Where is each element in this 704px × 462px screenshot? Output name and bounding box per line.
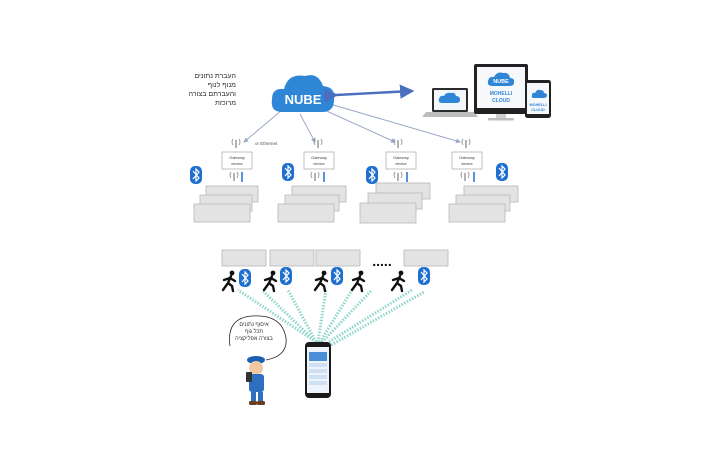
top-note: העברת נתונים מנוף לנוף והעברתם בצורה מרו… xyxy=(176,72,236,108)
gateway-column-1: Gateway device xyxy=(189,138,259,223)
walking-person-icon xyxy=(350,269,366,293)
gateway-label: Gateway xyxy=(393,155,409,160)
bottom-panel-row: ..... xyxy=(221,249,449,269)
antenna-icon xyxy=(393,171,403,182)
cloud-icon: NUBE xyxy=(271,75,335,112)
ellipsis: ..... xyxy=(372,253,391,269)
antenna-icon xyxy=(460,171,470,182)
devices-cloud-word: CLOUD xyxy=(492,98,510,104)
panel xyxy=(315,249,361,267)
bluetooth-icon xyxy=(495,162,509,182)
monitor-icon: NUBE MOHELLI CLOUD xyxy=(474,64,528,121)
gateway-sublabel: device xyxy=(461,161,473,166)
antenna-icon xyxy=(393,138,403,149)
gateway-column-2: Gateway device xyxy=(277,138,347,223)
gateway-label: Gateway xyxy=(459,155,475,160)
bluetooth-icon xyxy=(281,162,295,182)
tablet-cloud-word: CLOUD xyxy=(531,108,545,112)
panel xyxy=(193,203,251,223)
panel xyxy=(359,202,417,224)
speech-bubble xyxy=(229,315,287,361)
gateway-sublabel: device xyxy=(395,161,407,166)
bluetooth-icon xyxy=(417,266,431,286)
top-note-line: מנוף לנוף xyxy=(207,82,236,89)
panel xyxy=(269,249,315,267)
bluetooth-icon xyxy=(365,165,379,185)
gateway-column-4: Gateway device xyxy=(448,138,519,223)
devices-cloud-brand: NUBE xyxy=(493,79,509,85)
devices-cloud-name: MOHELLI xyxy=(490,91,513,97)
top-note-line: העברת נתונים xyxy=(194,73,236,80)
bluetooth-icon xyxy=(330,266,344,286)
gateway-label: Gateway xyxy=(311,155,327,160)
signal-beams xyxy=(237,288,425,350)
antenna-icon xyxy=(231,138,241,149)
top-note-line: מרוכזת xyxy=(215,100,236,107)
bluetooth-icon xyxy=(189,165,203,185)
tablet-icon: MOHELLI CLOUD xyxy=(525,80,551,118)
sync-arrow xyxy=(323,84,415,103)
tablet-cloud-name: MOHELLI xyxy=(529,103,546,107)
walking-person-icon xyxy=(313,269,329,293)
top-note-line: והעברתם בצורה xyxy=(188,91,236,98)
antenna-icon xyxy=(461,138,471,149)
bottom-note-line: איסוף נתונים xyxy=(239,322,269,328)
bottom-note-line: בצורה אפליקציה xyxy=(235,336,273,342)
gateway-sublabel: device xyxy=(313,161,325,166)
gateway-sublabel: device xyxy=(231,161,243,166)
bottom-note: איסוף נתונים תכל גוף בצורה אפליקציה xyxy=(232,322,276,343)
cloud-brand: NUBE xyxy=(285,92,322,107)
panel xyxy=(221,249,267,267)
bottom-note-line: תכל גוף xyxy=(244,329,264,335)
panel xyxy=(448,203,506,223)
link-label: or Ethernet xyxy=(255,141,278,146)
panel xyxy=(277,203,335,223)
antenna-icon xyxy=(229,171,239,182)
antenna-icon xyxy=(310,171,320,182)
laptop-icon xyxy=(422,88,478,117)
walker-row xyxy=(221,266,431,293)
gateway-box xyxy=(303,151,335,170)
walking-person-icon xyxy=(262,269,278,293)
antenna-icon xyxy=(313,138,323,149)
cloud-links xyxy=(243,103,461,144)
bluetooth-icon xyxy=(238,268,252,288)
gateway-box xyxy=(451,151,483,170)
gateway-column-3: Gateway device xyxy=(359,138,431,224)
gateway-box xyxy=(221,151,253,170)
walking-person-icon xyxy=(221,269,237,293)
walking-person-icon xyxy=(390,269,406,293)
phone-icon xyxy=(305,342,331,398)
bluetooth-icon xyxy=(279,266,293,286)
panel xyxy=(403,249,449,267)
gateway-label: Gateway xyxy=(229,155,245,160)
gateway-box xyxy=(385,151,417,170)
devices-group: NUBE MOHELLI CLOUD MOHELLI CLOUD xyxy=(422,64,551,121)
technician-icon xyxy=(246,356,265,405)
